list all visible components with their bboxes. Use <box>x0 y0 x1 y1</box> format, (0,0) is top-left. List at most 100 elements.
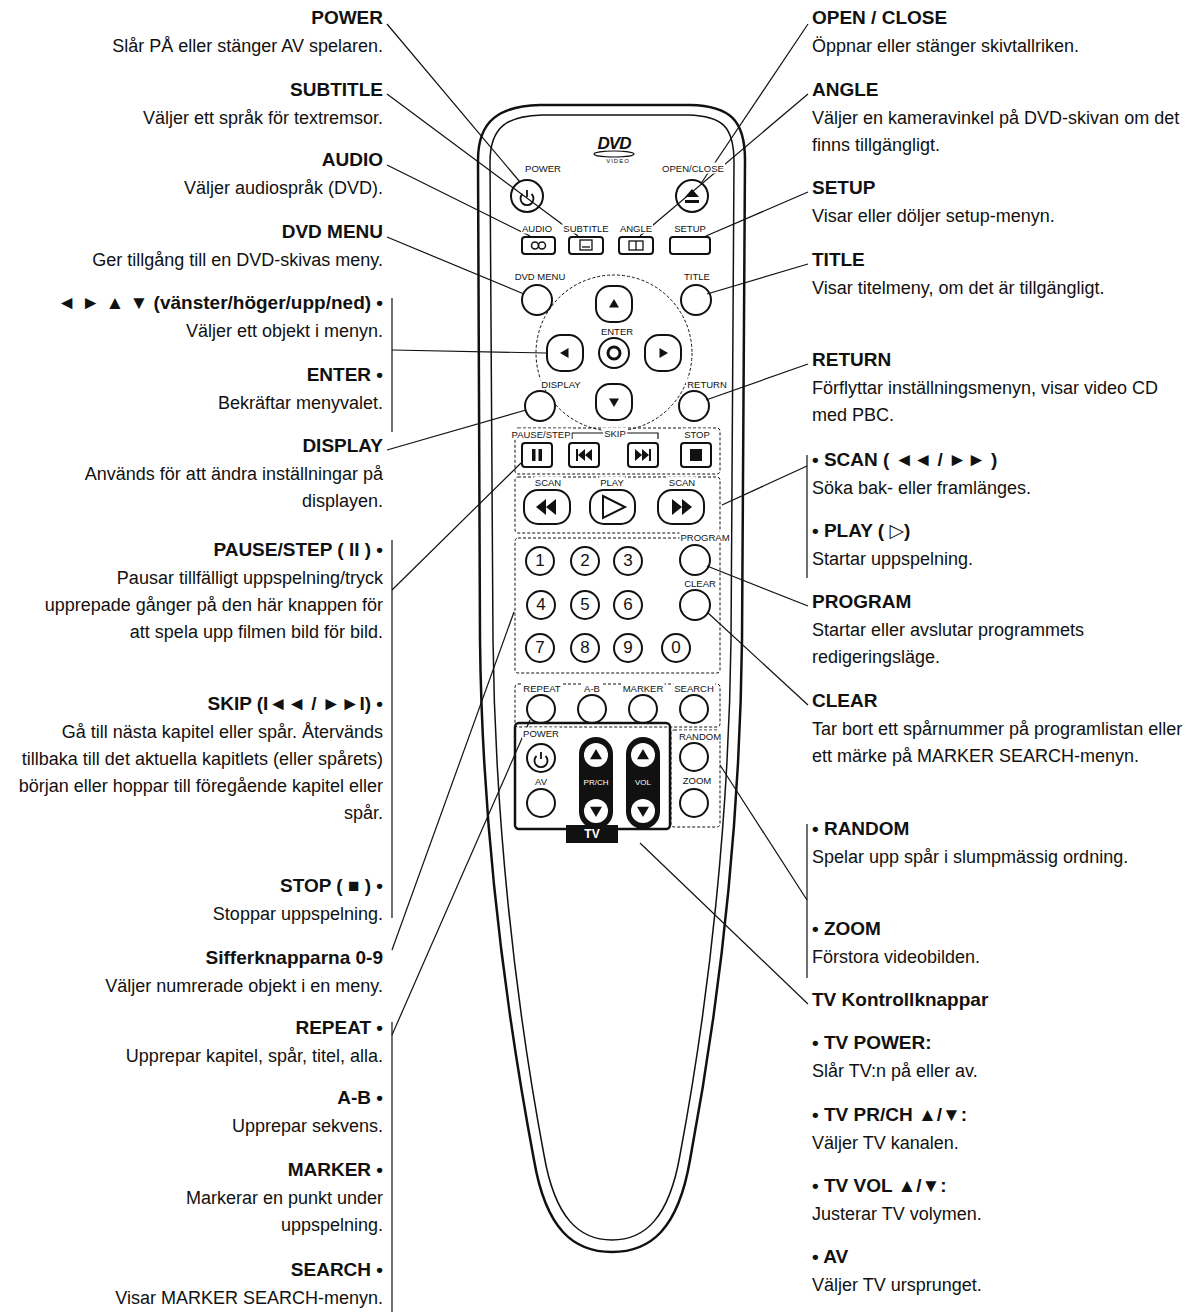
button-number: 6 <box>623 596 632 614</box>
tv-section-label: TV <box>566 825 618 843</box>
round-button <box>511 180 543 212</box>
button-label: MARKER <box>622 683 665 694</box>
round-button <box>599 338 629 368</box>
callout-text: Väljer TV kanalen. <box>812 1130 1198 1157</box>
skip-symbol <box>576 449 578 461</box>
scan-play-button <box>524 490 570 524</box>
button-label: ZOOM <box>682 775 713 786</box>
subtitle-symbol <box>580 240 592 250</box>
leader-line <box>720 765 807 900</box>
tv-panel <box>515 723 670 829</box>
leader-line <box>387 165 530 236</box>
button-label: RETURN <box>686 379 728 390</box>
callout-title: PROGRAM <box>812 588 1198 615</box>
button-label: SKIP <box>603 428 627 439</box>
tv-rocker <box>626 737 660 829</box>
group-bracket <box>806 824 807 978</box>
button-label: DVD MENU <box>514 271 567 282</box>
callout-text: Startar eller avslutar programmets redig… <box>812 617 1198 671</box>
arrow-symbol <box>609 399 619 408</box>
button-label: PLAY <box>599 477 625 488</box>
scan-play-button <box>590 490 635 524</box>
number-button: 7 <box>525 633 555 663</box>
callout-title: PAUSE/STEP ( II ) • <box>3 536 383 563</box>
callout-title: • TV POWER: <box>812 1029 1198 1056</box>
button-number: 2 <box>580 552 589 570</box>
audio-symbol <box>539 242 546 249</box>
tv-arrow-symbol <box>590 749 602 759</box>
leader-line <box>640 843 808 1004</box>
leader-line <box>702 24 808 182</box>
angle-symbol <box>635 241 636 250</box>
audio-symbol <box>532 242 539 249</box>
callout-title: POWER <box>3 4 383 31</box>
callout-title: AUDIO <box>3 146 383 173</box>
callout-text: Pausar tillfälligt uppspelning/tryck upp… <box>33 565 383 646</box>
leader-line <box>392 612 514 950</box>
skip-symbol <box>635 449 649 461</box>
subtitle-symbol <box>582 246 590 247</box>
eject-symbol <box>685 200 699 203</box>
callout-text: Startar uppspelning. <box>812 546 1198 573</box>
rect-button <box>569 237 603 254</box>
callout-title: • PLAY ( ▷) <box>812 517 1198 544</box>
callout-text: Väljer audiospråk (DVD). <box>3 175 383 202</box>
rect-button <box>681 443 711 467</box>
round-button <box>680 695 708 723</box>
number-button: 5 <box>570 590 600 620</box>
callout-title: ANGLE <box>812 76 1198 103</box>
button-number: 3 <box>623 552 632 570</box>
button-label: SCAN <box>534 477 562 488</box>
button-label: STOP <box>683 429 711 440</box>
callout-title: • AV <box>812 1243 1198 1270</box>
callout-title: TITLE <box>812 246 1198 273</box>
number-button: 0 <box>661 633 691 663</box>
callout-text: Stoppar uppspelning. <box>3 901 383 928</box>
round-button <box>527 789 555 817</box>
button-label: CLEAR <box>683 578 717 589</box>
button-label: ENTER <box>600 326 634 337</box>
leader-line <box>707 264 808 294</box>
callout-text: Öppnar eller stänger skivtallriken. <box>812 33 1198 60</box>
callout-title: • RANDOM <box>812 815 1198 842</box>
angle-symbol <box>629 241 643 250</box>
number-button: 3 <box>613 546 643 576</box>
callout-text: Används för att ändra inställningar på d… <box>23 461 383 515</box>
button-number: 4 <box>536 596 545 614</box>
round-button <box>676 180 708 212</box>
pause-symbol <box>539 449 543 461</box>
leader-line <box>640 94 808 236</box>
button-label: REPEAT <box>522 683 561 694</box>
tv-rocker-key <box>631 799 655 823</box>
callout-text: Förstora videobilden. <box>812 944 1198 971</box>
callout-text: Tar bort ett spårnummer på programlistan… <box>812 716 1198 770</box>
round-button <box>680 789 708 817</box>
power-symbol <box>526 190 528 197</box>
remote-inner-outline <box>490 115 734 1240</box>
button-number: 5 <box>580 596 589 614</box>
button-group-outline <box>515 538 720 673</box>
callout-text: Väljer en kameravinkel på DVD-skivan om … <box>812 105 1182 159</box>
button-number: 1 <box>535 552 544 570</box>
tv-rocker-key <box>631 743 655 767</box>
brand-logo: VIDEO <box>606 158 630 165</box>
callout-text: Väljer TV ursprunget. <box>812 1272 1198 1299</box>
leader-line <box>707 566 808 606</box>
callout-title: Sifferknapparna 0-9 <box>3 944 383 971</box>
arrow-button <box>596 286 632 322</box>
callout-title: CLEAR <box>812 687 1198 714</box>
arrow-button <box>596 384 632 420</box>
button-label: PAUSE/STEP <box>511 429 572 440</box>
callout-title: SETUP <box>812 174 1198 201</box>
callout-text: Slår PÅ eller stänger AV spelaren. <box>3 33 383 60</box>
number-button: 9 <box>613 633 643 663</box>
skip-symbol <box>578 449 592 461</box>
button-label: A-B <box>583 683 601 694</box>
callout-title: RETURN <box>812 346 1198 373</box>
rect-button <box>522 237 555 254</box>
button-label: VOL <box>635 778 651 788</box>
number-button: 1 <box>525 546 555 576</box>
callout-text: Ger tillgång till en DVD-skivas meny. <box>3 247 383 274</box>
button-label: PR/CH <box>584 778 609 788</box>
